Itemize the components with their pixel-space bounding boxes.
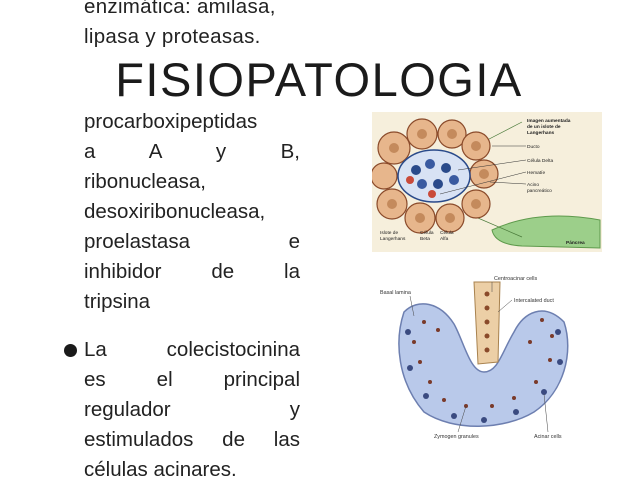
bullet-line: regulador y: [84, 398, 300, 421]
figure-label: Célula: [420, 230, 434, 236]
bullet-line: es el principal: [84, 368, 300, 391]
bullet-dot-icon: [64, 344, 77, 357]
figure-label: Célula Delta: [527, 158, 553, 164]
figure-label: Hematíe: [527, 170, 545, 176]
figure-label: Zymogen granules: [434, 434, 479, 440]
figure-label: Alfa: [440, 236, 449, 242]
zymogen-granules: [412, 318, 554, 408]
label-pointers: [439, 145, 527, 195]
paragraph-line: desoxiribonucleasa,: [84, 200, 266, 223]
figure-label: Intercalated duct: [514, 298, 554, 304]
figure-labels: Centroacinar cells Basal lamina Intercal…: [380, 276, 562, 440]
pancreas-shape: [491, 215, 601, 249]
figure-label: Centroacinar cells: [494, 276, 537, 282]
figure-label: pancreático: [527, 188, 552, 194]
bullet-line: células acinares.: [84, 458, 237, 481]
text-line: lipasa y proteasas.: [84, 25, 261, 48]
figure-labels: Imagen aumentada de un islote de Langerh…: [380, 118, 585, 246]
figure-label: Acino: [527, 182, 539, 188]
figure-label: Ducto: [527, 144, 540, 150]
islet-cells: [406, 159, 459, 198]
figure-label: Acinar cells: [534, 434, 562, 440]
bullet-line: La colecistocinina: [84, 338, 300, 361]
paragraph-line: a A y B,: [84, 140, 300, 163]
figure-label: de un islote de: [527, 124, 561, 130]
paragraph-line: inhibidor de la: [84, 260, 300, 283]
figure-label: Beta: [420, 236, 430, 242]
paragraph-line: ribonucleasa,: [84, 170, 206, 193]
paragraph-line: proelastasa e: [84, 230, 300, 253]
acini-ring: [372, 118, 499, 234]
paragraph-line: procarboxipeptidas: [84, 110, 258, 133]
acinar-tissue: [398, 303, 569, 427]
bullet-block: La colecistocinina es el principal regul…: [84, 335, 300, 485]
figure-label: Célula: [440, 230, 454, 236]
text-line: enzimática: amilasa,: [84, 0, 276, 18]
figure-label: Islote de: [380, 230, 398, 236]
figure-label: Basal lamina: [380, 290, 411, 296]
acinar-nuclei: [405, 329, 563, 423]
islet-core: [397, 149, 471, 203]
bullet-line: estimulados de las: [84, 428, 300, 451]
paragraph-line: tripsina: [84, 290, 151, 313]
figure-label: Langerhans: [527, 130, 555, 136]
label-pointers: [409, 282, 549, 433]
figure-label: Imagen aumentada: [527, 118, 571, 124]
slide-title: FISIOPATOLOGIA: [115, 53, 523, 106]
paragraph-block: procarboxipeptidas a A y B, ribonucleasa…: [84, 107, 300, 317]
figure-label: Páncrea: [566, 240, 585, 246]
figure-label: Langerhans: [380, 236, 406, 242]
duct-nuclei: [484, 291, 490, 353]
islet-figure: Imagen aumentada de un islote de Langerh…: [372, 112, 602, 252]
top-text-block: enzimática: amilasa, lipasa y proteasas.: [84, 0, 308, 52]
acinus-figure: Centroacinar cells Basal lamina Intercal…: [374, 272, 600, 442]
